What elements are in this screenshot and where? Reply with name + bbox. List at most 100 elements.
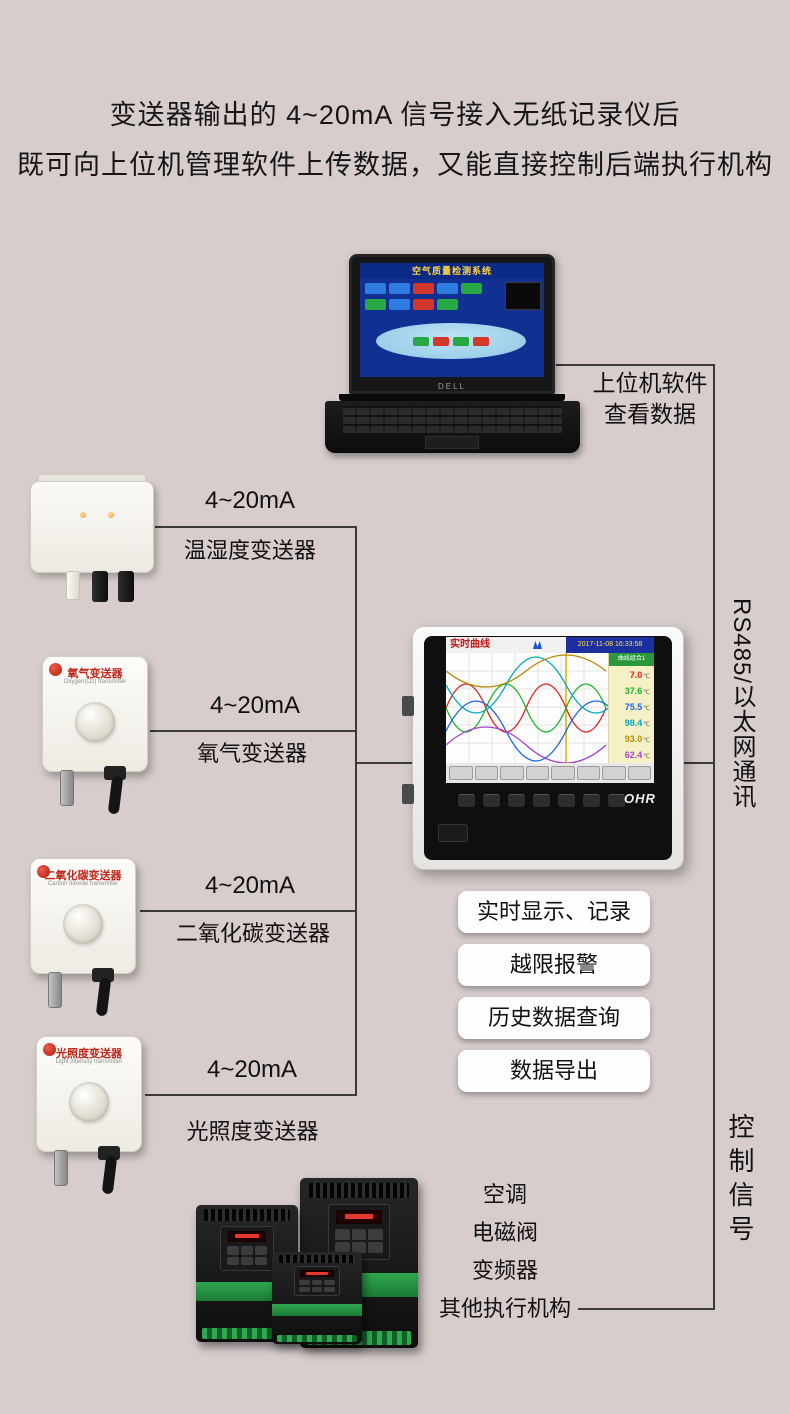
feature-button-history: 历史数据查询 [458,997,650,1039]
comm-label-rs485-ethernet: RS485/以太网通讯 [728,598,755,810]
laptop-keyboard [343,406,562,433]
keypad-buttons [335,1229,383,1254]
header-line-1: 变送器输出的 4~20mA 信号接入无纸记录仪后 [109,100,681,130]
signal-label-1: 4~20mA [204,487,296,514]
transmitter4-line [145,1094,355,1096]
laptop-display: 空气质量检测系统 [360,263,544,377]
keypad-panel [220,1225,274,1271]
led-display [227,1230,267,1243]
feature-button-realtime: 实时显示、记录 [458,891,650,933]
actuator-label-inverter: 变频器 [471,1258,538,1283]
laptop-app-title: 空气质量检测系统 [360,263,544,279]
terminal-block [277,1334,357,1343]
transmitter-label-2: 氧气变送器 [196,741,307,766]
laptop-tile-row-2 [365,299,458,310]
actuator-label-solenoid: 电磁阀 [471,1220,538,1245]
laptop-diagram-oval [376,323,526,359]
header-text: 变送器输出的 4~20mA 信号接入无纸记录仪后 既可向上位机管理软件上传数据，… [0,90,790,190]
channel-readout: 37.6℃ [624,686,650,696]
screen-top-bar: 实时曲线 2017-11-08 16:33:58 [446,637,654,653]
screen-logo-area [510,637,566,653]
keypad-buttons [299,1279,335,1293]
cable-gland [92,571,108,602]
brand-logo-icon [37,865,50,878]
signal-label-3: 4~20mA [204,872,296,899]
logo-icon [533,641,542,649]
terminal-block [202,1328,292,1340]
left-bus-line [355,526,357,1096]
cable-gland [118,571,134,602]
laptop-hinge [339,394,565,401]
sensor-dome [63,904,103,944]
sensor-probe [66,571,80,600]
temp-humidity-transmitter-device [30,474,154,606]
cable [95,977,112,1017]
vent-slots [309,1183,409,1199]
actuator-label-aircon: 空调 [482,1182,527,1207]
actuator-label-other: 其他执行机构 [438,1296,571,1321]
led-display [336,1209,382,1224]
oxygen-transmitter-device: 氧气变送器 Oxygen(O2) transmitter [42,656,148,815]
vent-slots [204,1209,290,1222]
co2-transmitter-device: 二氧化碳变送器 Carbon dioxide transmitter [30,858,136,1017]
channel-readout: 62.4℃ [624,750,650,760]
recorder-brand-logo: OHR [624,791,656,806]
laptop-tile-row-1 [365,283,482,294]
recorder-connector-line [684,762,713,764]
device-title: 氧气变送器 [67,668,123,680]
laptop-clock-panel [505,282,541,310]
sensor-probe [60,770,74,806]
transmitter-label-4: 光照度变送器 [186,1119,319,1144]
led-display [299,1269,334,1277]
screen-tab-realtime-curve: 实时曲线 [446,637,510,653]
inverter-device-small [272,1252,362,1344]
channel-readout: 7.0℃ [629,670,650,680]
laptop: 空气质量检测系统 DELL [325,254,580,454]
trend-curves-svg [446,653,627,764]
laptop-connector-line [556,364,713,366]
keypad-panel [293,1265,341,1297]
transmitter3-line [140,910,355,912]
cable [107,775,124,815]
device-title: 二氧化碳变送器 [44,870,122,882]
control-signal-label: 控制信号 [725,1113,755,1249]
sensor-dome [75,702,115,742]
laptop-screen: 空气质量检测系统 DELL [349,254,555,394]
recorder-screen: 实时曲线 2017-11-08 16:33:58 [446,637,654,783]
channel-readout: 98.4℃ [624,718,650,728]
recorder-trend-chart [446,653,627,764]
mounting-bracket [402,696,414,716]
device-body [30,481,154,573]
brand-stripe [272,1303,362,1317]
indicator-led [108,512,114,518]
transmitter2-line [150,730,355,732]
device-title: 光照度变送器 [56,1048,122,1060]
laptop-caption-line-2: 查看数据 [604,401,696,427]
actuator-labels: 空调 电磁阀 变频器 其他执行机构 [405,1176,605,1328]
signal-label-2: 4~20mA [209,692,301,719]
sensor-dome [69,1082,109,1122]
usb-port-cover [438,824,468,842]
feature-button-alarm: 越限报警 [458,944,650,986]
laptop-brand-logo: DELL [437,382,466,391]
right-bus-line [713,364,715,1310]
laptop-caption-line-1: 上位机软件 [592,370,708,396]
paperless-recorder: 实时曲线 2017-11-08 16:33:58 [402,626,684,870]
screen-softkey-bar [446,763,654,783]
bus-to-recorder-line [356,762,412,764]
transmitter1-line [155,526,355,528]
laptop-caption: 上位机软件 查看数据 [585,368,715,430]
keypad-buttons [226,1246,268,1266]
sensor-probe [54,1150,68,1186]
feature-button-export: 数据导出 [458,1050,650,1092]
device-subtitle: Light intensity transmitter [55,1059,123,1065]
device-subtitle: Carbon dioxide transmitter [47,881,119,887]
brand-logo-icon [49,663,62,676]
transmitter-label-3: 二氧化碳变送器 [175,921,330,946]
channel-readout: 75.5℃ [624,702,650,712]
cable [101,1155,118,1195]
recorder-front-buttons [458,794,625,807]
curve-group-label: 曲线组合1 [609,653,654,666]
actuator-connector-line [578,1308,713,1310]
sensor-probe [48,972,62,1008]
